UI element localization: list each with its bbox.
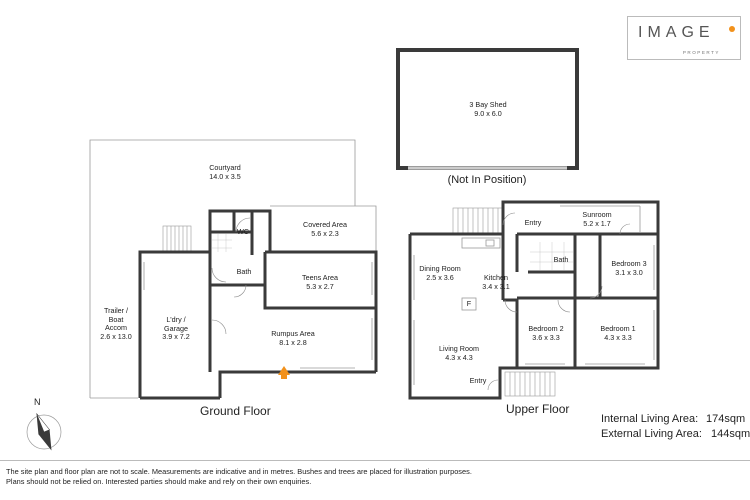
brand-sub: PROPERTY: [682, 50, 720, 55]
room-name: Living Room: [439, 344, 479, 353]
room-dims: 2.5 x 3.6: [426, 272, 454, 282]
room-dims: 5.3 x 2.7: [306, 281, 334, 291]
compass-icon: [26, 413, 62, 451]
ground-floor-outline: [89, 139, 378, 400]
room-dims: 8.1 x 2.8: [279, 337, 307, 347]
room-living: Living Room 4.3 x 4.3: [434, 344, 484, 362]
room-bath-ground: Bath: [232, 267, 256, 277]
room-dims: 4.3 x 3.3: [604, 332, 632, 342]
disclaimer-line-2: Plans should not be relied on. Intereste…: [6, 477, 312, 486]
room-name: WC: [237, 227, 249, 236]
room-name: Sunroom: [582, 210, 612, 219]
shed-outline: [396, 48, 579, 170]
room-dining: Dining Room 2.5 x 3.6: [414, 264, 466, 282]
room-dims: 5.2 x 1.7: [583, 218, 611, 228]
room-name: Bath: [236, 267, 252, 276]
disclaimer: The site plan and floor plan are not to …: [6, 467, 744, 487]
room-teens: Teens Area 5.3 x 2.7: [288, 273, 352, 291]
room-sunroom: Sunroom 5.2 x 1.7: [572, 210, 622, 228]
brand-dot-icon: [729, 26, 735, 32]
entry-arrow-icon: [278, 366, 290, 375]
compass-north-label: N: [34, 397, 41, 407]
room-dims: 9.0 x 6.0: [474, 108, 502, 118]
internal-area-label: Internal Living Area:: [601, 413, 699, 425]
room-name-line2: Garage: [164, 323, 188, 333]
external-area: External Living Area: 144sqm: [601, 428, 750, 440]
internal-area: Internal Living Area: 174sqm: [601, 413, 745, 425]
room-name-line3: Accom: [105, 323, 127, 332]
room-name: F: [466, 299, 472, 308]
room-kitchen: Kitchen 3.4 x 3.1: [474, 273, 518, 291]
room-wc: WC: [232, 227, 254, 237]
room-bedroom-1: Bedroom 1 4.3 x 3.3: [592, 324, 644, 342]
room-entry-bottom: Entry: [464, 376, 492, 386]
external-area-label: External Living Area:: [601, 428, 702, 440]
room-trailer: Trailer / Boat Accom 2.6 x 13.0: [94, 306, 138, 341]
room-name: Bath: [553, 255, 569, 264]
room-name: Kitchen: [484, 273, 508, 282]
room-rumpus: Rumpus Area 8.1 x 2.8: [258, 329, 328, 347]
room-covered: Covered Area 5.6 x 2.3: [290, 220, 360, 238]
room-dims: 5.6 x 2.3: [311, 228, 339, 238]
brand-logo: IMAGE PROPERTY: [627, 16, 741, 60]
room-bath-upper: Bath: [549, 255, 573, 265]
room-dims: 3.6 x 3.3: [532, 332, 560, 342]
brand-name: IMAGE: [638, 24, 715, 41]
upper-floor-label: Upper Floor: [506, 402, 570, 416]
room-dims: 3.1 x 3.0: [615, 267, 643, 277]
room-name: Rumpus Area: [271, 329, 315, 338]
room-name: Teens Area: [302, 273, 338, 282]
room-name-line1: L'dry /: [166, 315, 186, 324]
room-dims: 3.9 x 7.2: [162, 332, 190, 341]
room-bedroom-3: Bedroom 3 3.1 x 3.0: [604, 259, 654, 277]
room-dims: 14.0 x 3.5: [209, 171, 241, 181]
room-name: 3 Bay Shed: [469, 100, 507, 109]
ground-floor-label: Ground Floor: [200, 404, 271, 418]
internal-area-value: 174sqm: [706, 413, 746, 425]
room-name: Bedroom 2: [528, 324, 564, 333]
room-dims: 4.3 x 4.3: [445, 352, 473, 362]
room-name: Courtyard: [209, 163, 241, 172]
room-shed: 3 Bay Shed 9.0 x 6.0: [448, 100, 528, 118]
room-dims: 3.4 x 3.1: [482, 281, 510, 291]
room-courtyard: Courtyard 14.0 x 3.5: [190, 163, 260, 181]
room-name: Bedroom 3: [611, 259, 647, 268]
external-area-value: 144sqm: [711, 428, 750, 440]
room-dims: 2.6 x 13.0: [100, 331, 132, 341]
footer-divider: [0, 460, 750, 461]
room-name-line2: Boat: [108, 314, 124, 324]
room-entry-top: Entry: [518, 218, 548, 228]
room-name-line1: Trailer /: [103, 306, 129, 315]
room-bedroom-2: Bedroom 2 3.6 x 3.3: [520, 324, 572, 342]
room-name: Entry: [524, 218, 542, 227]
shed-note: (Not In Position): [447, 174, 527, 186]
room-name: Entry: [469, 376, 487, 385]
room-name: Covered Area: [303, 220, 347, 229]
room-name: Bedroom 1: [600, 324, 636, 333]
room-laundry: L'dry / Garage 3.9 x 7.2: [152, 315, 200, 342]
room-name: Dining Room: [419, 264, 461, 273]
disclaimer-line-1: The site plan and floor plan are not to …: [6, 467, 472, 476]
upper-floor-outline: [408, 200, 660, 400]
fridge-label: F: [463, 299, 475, 309]
